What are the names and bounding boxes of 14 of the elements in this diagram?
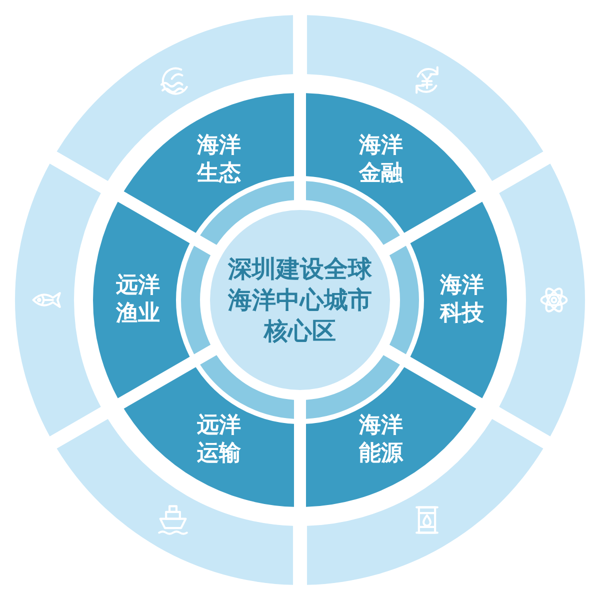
segment-label: 海洋金融 — [358, 132, 404, 188]
segment-label: 海洋科技 — [438, 272, 485, 328]
segment-label: 远洋运输 — [196, 412, 242, 468]
ring-segment — [93, 201, 190, 399]
ring-segment — [306, 367, 477, 507]
ring-segment — [123, 93, 294, 233]
ring-segment — [123, 367, 294, 507]
ring-segment — [305, 93, 477, 233]
hub-circle — [210, 210, 390, 390]
hub-label: 深圳建设全球海洋中心城市核心区 — [226, 254, 373, 346]
segment-label: 远洋渔业 — [114, 272, 161, 328]
segment-label: 海洋生态 — [196, 132, 242, 188]
segment-label: 海洋能源 — [358, 412, 404, 468]
ring-segment — [410, 201, 507, 399]
